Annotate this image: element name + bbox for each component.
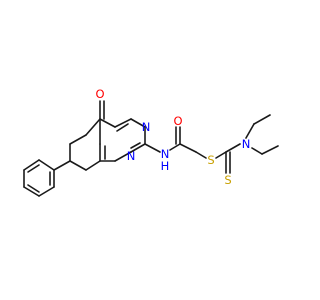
side-chain <box>144 114 279 174</box>
amide-nitrogen-label: N <box>161 147 170 161</box>
amide-hydrogen-label: H <box>161 159 170 173</box>
ketone-oxygen-label: O <box>95 87 104 101</box>
amide-oxygen-label: O <box>173 114 182 128</box>
cyclohexanone-ring <box>69 100 105 171</box>
thione-sulfur-label: S <box>224 173 231 187</box>
amine-nitrogen-label: N <box>242 137 251 151</box>
phenyl-ring <box>23 159 55 197</box>
pyrimidine-ring <box>99 118 146 162</box>
phenyl-link-bond <box>53 160 71 171</box>
ring-nitrogen-top-label: N <box>142 120 151 134</box>
ring-nitrogen-bottom-label: N <box>127 149 136 163</box>
structure-diagram: O O N N N H S S N <box>23 87 279 197</box>
thioether-sulfur-label: S <box>207 153 214 167</box>
molecule-svg: O O N N N H S S N <box>23 87 279 197</box>
